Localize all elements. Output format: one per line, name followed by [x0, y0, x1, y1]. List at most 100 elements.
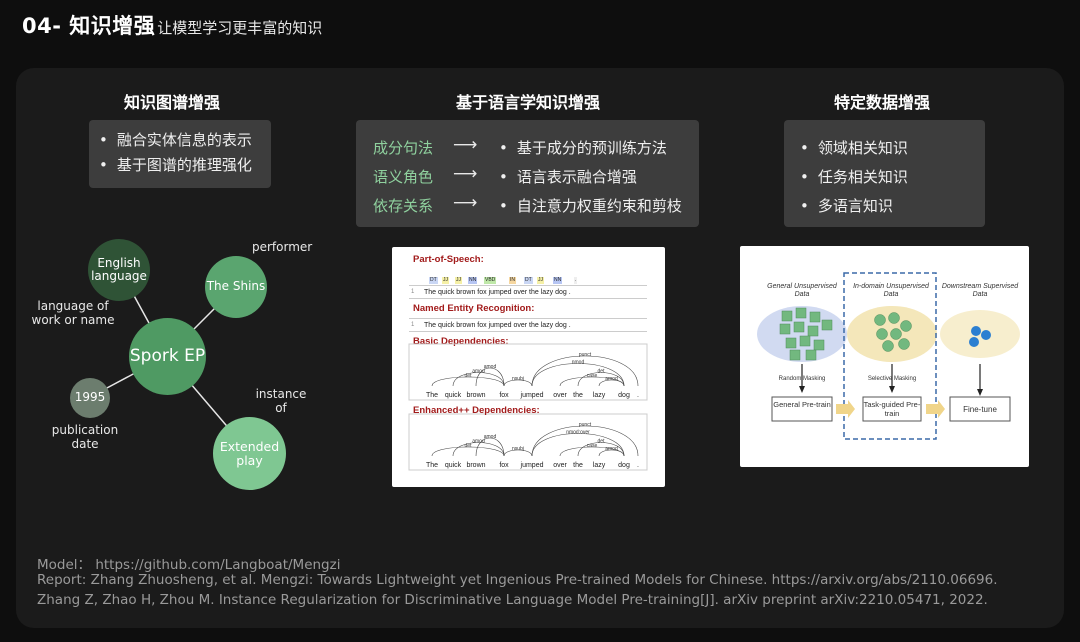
dep-label: nmod	[572, 360, 585, 366]
pipe-title-downstream: Downstream Supervised Data	[941, 283, 1019, 299]
dep-arc	[531, 363, 625, 387]
data-bullets-box: 领域相关知识 任务相关知识 多语言知识	[784, 120, 985, 227]
node-spork-ep: Spork EP	[129, 318, 206, 395]
title-subtitle: 让模型学习更丰富的知识	[157, 19, 323, 37]
dep-arc	[431, 376, 505, 387]
pos-tag: NN	[553, 277, 563, 284]
section-basic-deps: Basic Dependencies:	[413, 336, 509, 347]
dep-word: lazy	[593, 392, 606, 399]
pipe-selective-masking: Selective Masking	[867, 376, 917, 382]
dep-arc	[531, 433, 625, 457]
data-square	[821, 319, 833, 331]
dep-label: case	[587, 443, 598, 449]
pos-tag: IN	[509, 277, 516, 284]
dep-label: amod	[605, 446, 618, 452]
edge-label-language: language of work or name	[31, 299, 115, 327]
nlp-annotation-figure: Part-of-Speech: 1 The quick brown fox ju…	[392, 247, 665, 487]
dep-label: nmod:over	[566, 430, 590, 436]
dep-word: the	[573, 392, 583, 399]
kg-bullet-2: 基于图谱的推理强化	[99, 154, 252, 175]
pipe-random-masking: Random Masking	[778, 376, 826, 382]
dep-label: amod	[484, 434, 497, 440]
data-circle	[874, 314, 886, 326]
dep-word: over	[553, 462, 567, 469]
data-circle	[890, 328, 902, 340]
pos-tag: JJ	[537, 277, 544, 284]
dep-label: punct	[579, 352, 592, 358]
ref-model: Model： https://github.com/Langboat/Mengz…	[37, 557, 341, 573]
data-circle	[888, 312, 900, 324]
dep-word: The	[426, 392, 438, 399]
data-bullet-3: 多语言知识	[800, 195, 893, 216]
title-main: 04- 知识增强	[22, 14, 156, 38]
dep-word: jumped	[520, 462, 544, 469]
dep-arc	[452, 442, 505, 457]
ref-report: Report: Zhang Zhuosheng, et al. Mengzi: …	[37, 572, 998, 588]
data-square	[779, 323, 791, 335]
data-square	[793, 321, 805, 333]
ling-right-3: 自注意力权重约束和剪枝	[499, 195, 682, 216]
dep-word: over	[553, 392, 567, 399]
dep-arc	[431, 446, 505, 457]
page-title: 04- 知识增强 让模型学习更丰富的知识	[22, 10, 322, 40]
pipeline-figure: General Unsupervised Data In-domain Unsup…	[740, 246, 1029, 467]
column-heading-kg: 知识图谱增强	[123, 93, 220, 112]
section-enhanced-deps: Enhanced++ Dependencies:	[413, 405, 540, 416]
dep-arc	[475, 437, 505, 457]
dep-word: dog	[618, 392, 630, 399]
data-circle	[882, 340, 894, 352]
dep-arc	[503, 449, 533, 457]
data-circle	[898, 338, 910, 350]
dep-arc	[577, 442, 625, 457]
dep-arc	[577, 372, 625, 387]
ling-right-1: 基于成分的预训练方法	[499, 137, 667, 158]
arrow-right-icon: ⟶	[453, 135, 478, 155]
dep-arc	[598, 449, 625, 457]
data-dot	[969, 337, 979, 347]
pos-tag: VBD	[484, 277, 497, 284]
data-dot	[981, 330, 991, 340]
pos-sentence-row: 1 The quick brown fox jumped over the la…	[409, 285, 647, 299]
edge-label-instance: instance of	[255, 387, 307, 415]
pos-tag: .	[574, 277, 578, 284]
ling-right-2: 语言表示融合增强	[499, 166, 637, 187]
pipe-stage-taskguided: Task-guided Pre-train	[863, 400, 921, 418]
edge-label-performer: performer	[252, 240, 313, 254]
dep-label: punct	[579, 422, 592, 428]
dep-label: amod	[472, 369, 485, 375]
dep-label: det	[598, 439, 606, 445]
pipe-title-indomain: In-domain Unsupervised Data	[853, 283, 929, 299]
dep-label: amod	[484, 364, 497, 370]
pipe-title-general: General Unsupervised Data	[767, 283, 837, 299]
data-square	[785, 337, 797, 349]
data-square	[809, 311, 821, 323]
dep-box	[408, 413, 648, 471]
pos-tag: JJ	[455, 277, 462, 284]
data-square	[789, 349, 801, 361]
pos-sentence: The quick brown fox jumped over the lazy…	[424, 289, 571, 296]
node-the-shins: The Shins	[205, 256, 267, 318]
data-bullet-2: 任务相关知识	[800, 166, 908, 187]
ner-sentence-row: 1 The quick brown fox jumped over the la…	[409, 318, 647, 332]
dep-arc	[452, 372, 505, 387]
pos-tag: DT	[429, 277, 438, 284]
dep-label: det	[465, 373, 473, 379]
pipeline-graphics	[757, 272, 1020, 440]
data-square	[781, 310, 793, 322]
data-bullet-1: 领域相关知识	[800, 137, 908, 158]
pos-tag: NN	[468, 277, 478, 284]
dep-word: fox	[499, 392, 509, 399]
section-pos: Part-of-Speech:	[413, 254, 484, 265]
dep-word: brown	[466, 462, 485, 469]
ling-left-3: 依存关系	[373, 197, 434, 215]
data-circle	[876, 328, 888, 340]
dep-arc	[598, 379, 625, 387]
data-square	[807, 325, 819, 337]
column-heading-linguistic: 基于语言学知识增强	[455, 93, 600, 112]
dep-word: .	[637, 462, 639, 469]
arrow-right-icon: ⟶	[453, 193, 478, 213]
dep-box	[408, 343, 648, 401]
dep-word: lazy	[593, 462, 606, 469]
dep-word: brown	[466, 392, 485, 399]
